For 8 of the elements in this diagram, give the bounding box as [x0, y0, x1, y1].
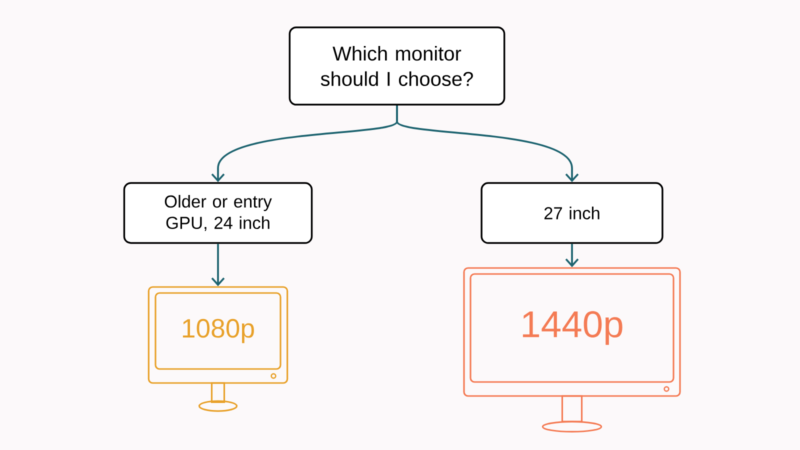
question-box: Which monitor should I choose?: [288, 26, 506, 106]
arrow: [565, 244, 579, 268]
arrow: [211, 244, 225, 286]
monitor-drawing: 1440p: [463, 267, 681, 433]
monitor-drawing: 1080p: [148, 286, 288, 412]
choice-box: 27 inch: [480, 182, 664, 244]
choice-box: Older or entry GPU, 24 inch: [123, 182, 313, 244]
arrow: [396, 106, 579, 182]
